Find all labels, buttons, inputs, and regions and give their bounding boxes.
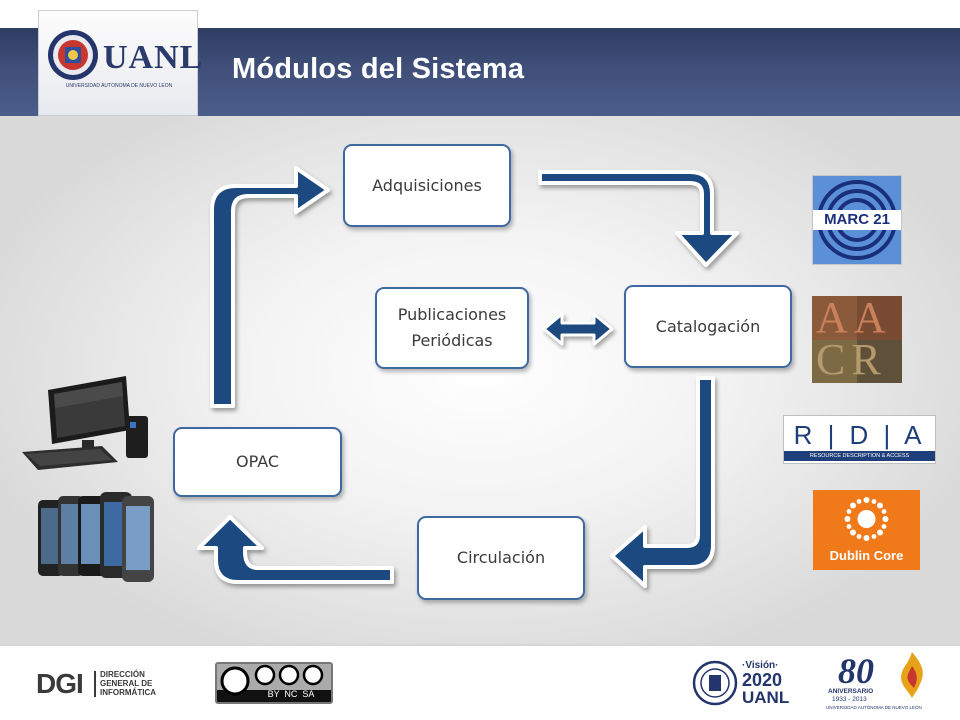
uanl-seal-icon xyxy=(48,30,98,80)
module-circulacion: Circulación xyxy=(417,516,585,600)
marc21-logo: MARC 21 xyxy=(812,175,902,265)
uanl-logo-subtext: UNIVERSIDAD AUTÓNOMA DE NUEVO LEÓN xyxy=(65,83,173,89)
80-aniversario-logo: 80 ANIVERSARIO 1933 - 2013 UNIVERSIDAD A… xyxy=(826,650,936,714)
dgi-abbreviation: DGI xyxy=(36,668,84,699)
anniversary-number: 80 xyxy=(838,651,874,691)
anniversary-university: UNIVERSIDAD AUTÓNOMA DE NUEVO LEÓN xyxy=(826,705,922,710)
vision-label: ·Visión· xyxy=(742,660,779,671)
page-title: Módulos del Sistema xyxy=(232,53,525,85)
module-catalogacion: Catalogación xyxy=(624,285,792,368)
module-catalogacion-label: Catalogación xyxy=(655,316,761,336)
rda-logo: R | D | A RESOURCE DESCRIPTION & ACCESS xyxy=(783,415,936,464)
module-opac-label: OPAC xyxy=(235,452,280,471)
smartphones-icon xyxy=(38,492,154,582)
creative-commons-badge: BY NC SA xyxy=(215,662,333,704)
dublin-core-logo: Dublin Core xyxy=(813,490,920,570)
aacr-logo: AA CR xyxy=(812,296,902,383)
dgi-line1: DIRECCIÓN xyxy=(100,670,145,679)
uanl-logo-text: UANL xyxy=(103,39,204,76)
uanl-logo: UANL UNIVERSIDAD AUTÓNOMA DE NUEVO LEÓN xyxy=(38,10,202,116)
module-publicaciones-periodicas: Publicaciones Periódicas xyxy=(375,287,529,369)
flame-icon xyxy=(901,652,923,698)
aacr-bottom-letters: CR xyxy=(816,335,887,383)
desktop-computer-icon xyxy=(22,376,148,470)
module-circulacion-label: Circulación xyxy=(456,548,546,567)
dgi-line3: INFORMÁTICA xyxy=(100,688,156,697)
rda-subtitle: RESOURCE DESCRIPTION & ACCESS xyxy=(784,451,935,461)
cc-license-labels: BY NC SA xyxy=(267,689,315,699)
vision-2020-logo: ·Visión· 2020 UANL xyxy=(692,660,802,710)
dublin-core-label: Dublin Core xyxy=(829,548,904,563)
vision-year: 2020 xyxy=(742,670,783,690)
rda-letters: R | D | A xyxy=(793,420,926,450)
footer xyxy=(0,644,960,720)
vision-seal-icon xyxy=(692,660,738,706)
cc-icons xyxy=(217,664,331,696)
marc21-label: MARC 21 xyxy=(813,210,901,230)
module-adquisiciones-label: Adquisiciones xyxy=(372,175,482,195)
anniversary-years: 1933 - 2013 xyxy=(832,696,867,703)
footer-divider xyxy=(0,644,960,646)
dgi-logo: DGI DIRECCIÓN GENERAL DE INFORMÁTICA xyxy=(36,668,166,702)
dublin-core-sun-icon xyxy=(844,497,889,541)
dgi-line2: GENERAL DE xyxy=(100,679,153,688)
vision-uanl: UANL xyxy=(742,688,790,707)
module-publicaciones-label-line1: Publicaciones xyxy=(397,305,507,324)
module-adquisiciones: Adquisiciones xyxy=(343,144,511,227)
devices-illustration xyxy=(22,376,154,582)
module-publicaciones-label-line2: Periódicas xyxy=(411,331,493,350)
aacr-top-letters: AA xyxy=(816,296,892,342)
module-opac: OPAC xyxy=(173,427,342,497)
anniversary-label: ANIVERSARIO xyxy=(828,688,874,695)
